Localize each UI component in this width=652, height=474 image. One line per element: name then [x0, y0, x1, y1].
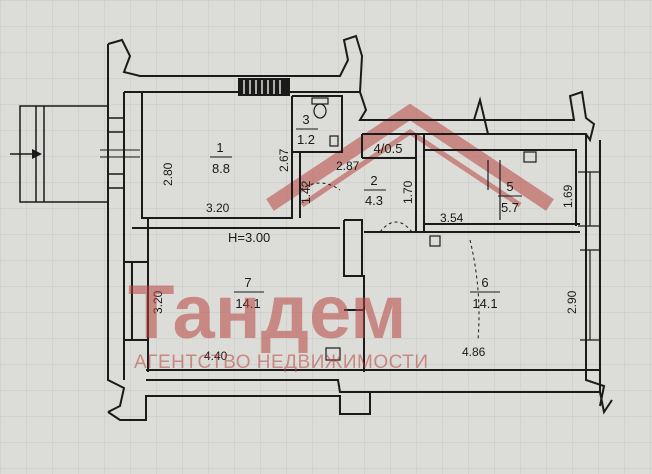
watermark-subtitle: АГЕНТСТВО НЕДВИЖИМОСТИ — [134, 352, 429, 373]
room-2-number: 2 — [370, 173, 377, 188]
ventilation-grille-icon — [238, 78, 290, 96]
room-4-number: 4/0.5 — [374, 141, 403, 156]
room-7-number: 7 — [244, 275, 251, 290]
room-7-area: 14.1 — [235, 296, 260, 311]
door-swings — [299, 182, 480, 341]
room-5-number: 5 — [506, 179, 513, 194]
room-6-number: 6 — [481, 275, 488, 290]
room-1-number: 1 — [216, 140, 223, 155]
room-7-label: 7 14.1 — [234, 275, 264, 311]
toilet-icon — [311, 97, 339, 147]
room-5-area: 5.7 — [501, 200, 519, 215]
exterior-walls — [107, 34, 613, 421]
ceiling-height: H=3.00 — [228, 230, 270, 245]
room-2-label: 2 4.3 — [364, 173, 386, 208]
dim-room5-height: 1.69 — [561, 184, 575, 208]
watermark-roof — [266, 103, 554, 211]
dim-room1-width: 3.20 — [206, 201, 230, 215]
dim-corridor-left: 1.42 — [299, 180, 313, 204]
dim-corridor-right: 1.70 — [401, 180, 415, 204]
room-3-label: 3 1.2 — [296, 112, 318, 147]
room-2-area: 4.3 — [365, 193, 383, 208]
room-6-label: 6 14.1 — [470, 275, 500, 311]
dim-room7-height: 3.20 — [151, 290, 165, 314]
fixture-markers — [325, 151, 537, 361]
room-4-label: 4/0.5 — [374, 141, 403, 156]
dim-room6-height: 2.90 — [565, 290, 579, 314]
dim-room1-height: 2.80 — [161, 162, 175, 186]
dim-corridor-width: 2.87 — [336, 159, 360, 173]
room-1-label: 1 8.8 — [210, 140, 232, 176]
dim-room7-width: 4.40 — [204, 349, 228, 363]
interior-walls — [123, 92, 580, 372]
room-5-label: 5 5.7 — [498, 179, 522, 215]
watermark-brand: Тандем — [128, 270, 406, 355]
dim-room5-width: 3.54 — [440, 211, 464, 225]
entrance-arrow-icon — [10, 149, 140, 159]
room-6-area: 14.1 — [472, 296, 497, 311]
windows — [578, 171, 600, 341]
room-3-area: 1.2 — [297, 132, 315, 147]
room-3-number: 3 — [302, 112, 309, 127]
dim-room1-right: 2.67 — [277, 148, 291, 172]
dim-room6-width: 4.86 — [462, 345, 486, 359]
room-1-area: 8.8 — [212, 161, 230, 176]
